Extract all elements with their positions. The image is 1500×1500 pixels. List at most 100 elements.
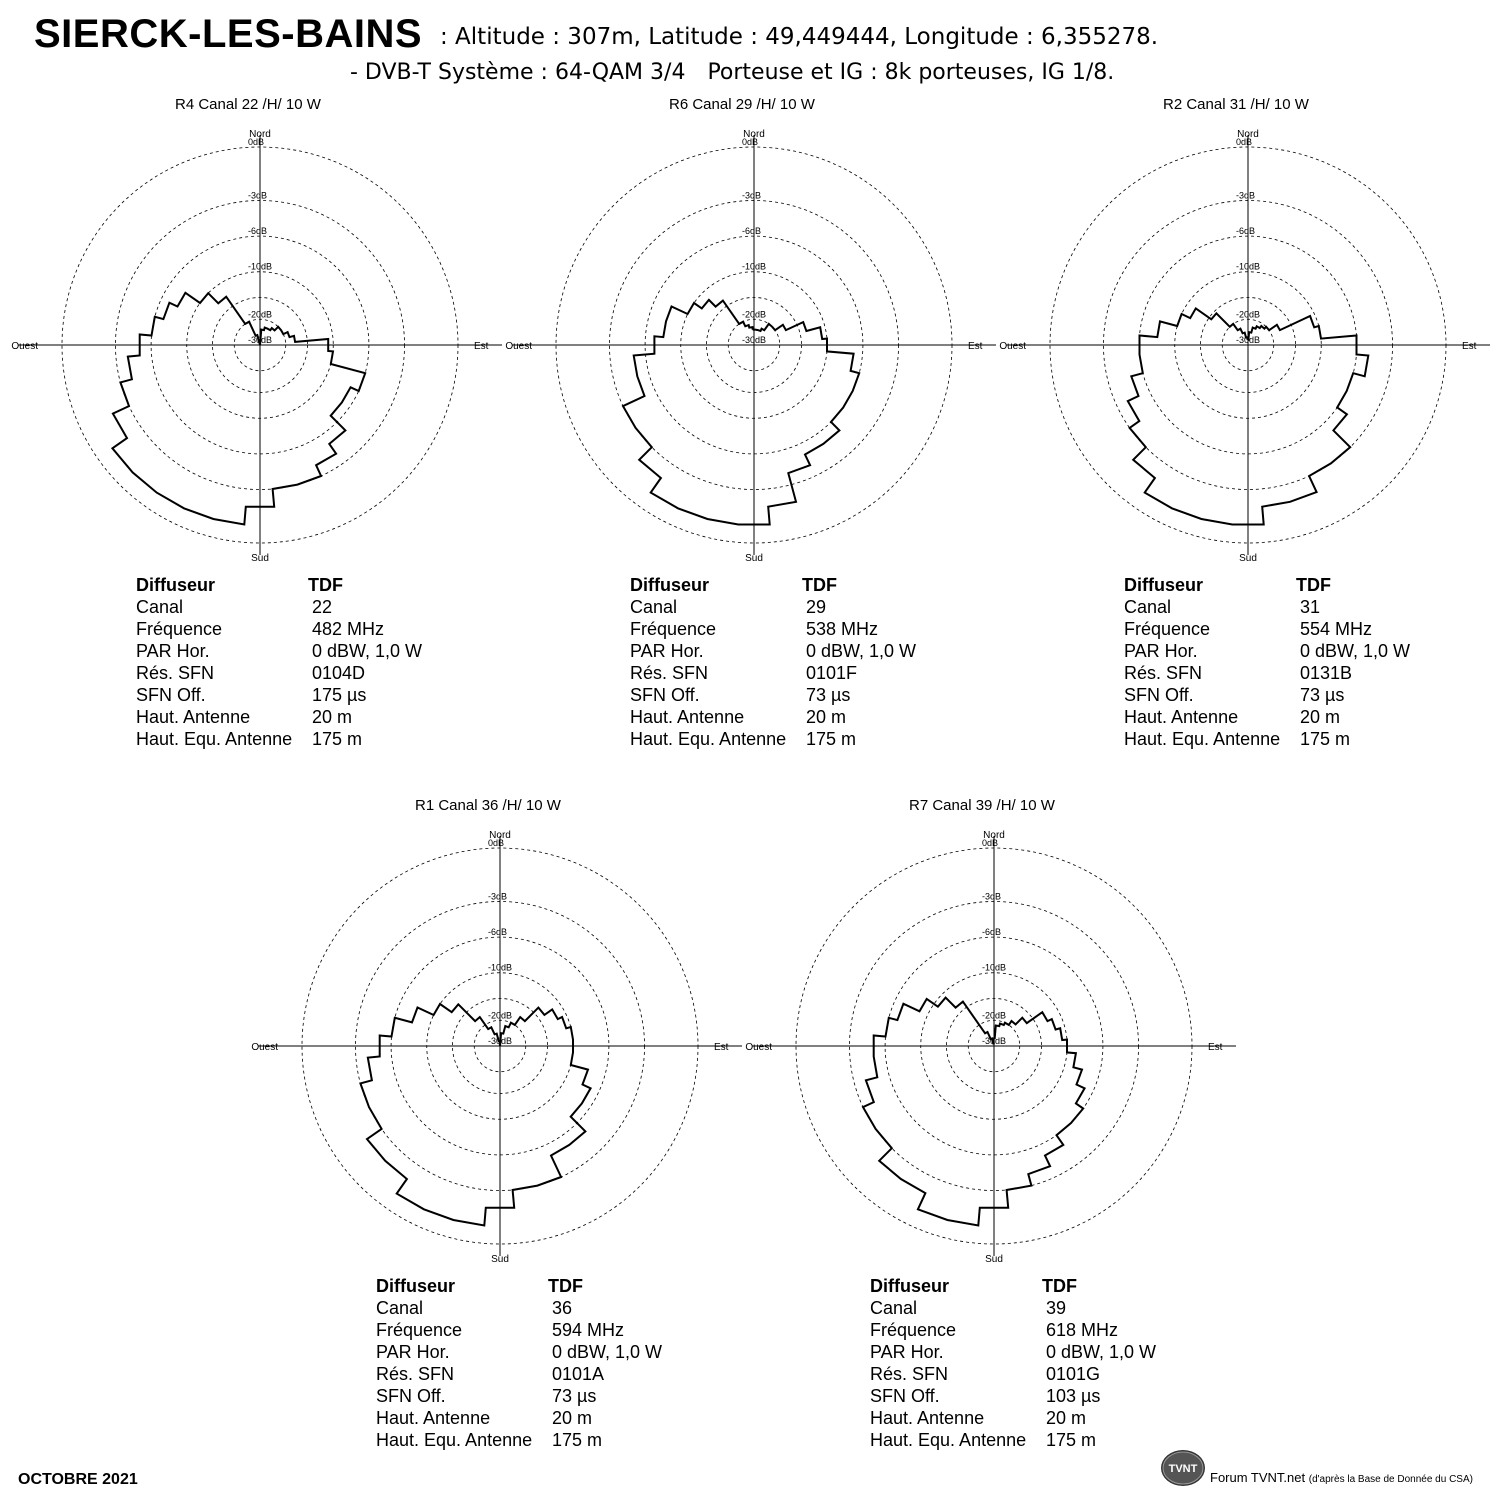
info-row-par: PAR Hor.0 dBW, 1,0 W: [630, 640, 916, 662]
info-label: Canal: [376, 1298, 424, 1318]
system-modulation: - DVB-T Système : 64-QAM 3/4: [350, 60, 686, 85]
label-est: Est: [474, 341, 489, 352]
info-value: 0 dBW, 1,0 W: [552, 1342, 663, 1362]
ring-label: -10dB: [488, 963, 512, 973]
chart-title: R6 Canal 29 /H/ 10 W: [669, 96, 815, 113]
info-row-sfnoff: SFN Off.73 µs: [1124, 684, 1410, 706]
info-label: Fréquence: [376, 1320, 463, 1340]
ring-label: -6dB: [488, 927, 507, 937]
tvnt-logo-text: TVNT: [1169, 1463, 1198, 1475]
info-row-par: PAR Hor.0 dBW, 1,0 W: [136, 640, 422, 662]
info-label: Rés. SFN: [870, 1364, 949, 1384]
ring-label: -6dB: [982, 927, 1001, 937]
info-label: Canal: [1124, 597, 1172, 617]
ring-5: [1221, 318, 1275, 372]
info-label: Fréquence: [630, 619, 717, 639]
info-label: Canal: [630, 597, 678, 617]
ring-label: -6dB: [742, 226, 761, 236]
info-value: 618 MHz: [1046, 1320, 1119, 1340]
info-label: Canal: [870, 1298, 918, 1318]
ring-label: -10dB: [742, 262, 766, 272]
ring-label: -20dB: [1236, 309, 1260, 319]
ring-2: [884, 936, 1104, 1156]
footer-source-small: (d'après la Base de Donnée du CSA): [1308, 1474, 1473, 1485]
info-label: Haut. Antenne: [1124, 707, 1239, 727]
info-label: Haut. Antenne: [136, 707, 251, 727]
label-ouest: Ouest: [745, 1042, 772, 1053]
info-label: SFN Off.: [1124, 685, 1194, 705]
info-value: 175 m: [1300, 729, 1351, 749]
info-label: Rés. SFN: [376, 1364, 455, 1384]
info-value: 20 m: [806, 707, 847, 727]
info-value: 175 µs: [312, 685, 367, 705]
antenna-pattern: [359, 1002, 593, 1227]
ring-label: 0dB: [982, 838, 998, 848]
ring-label: -20dB: [982, 1010, 1006, 1020]
label-est: Est: [1208, 1042, 1223, 1053]
info-label: PAR Hor.: [630, 641, 704, 661]
ring-5: [967, 1019, 1021, 1073]
ring-label: -10dB: [982, 963, 1006, 973]
tvnt-logo: TVNT: [1161, 1450, 1205, 1486]
ring-label: -3dB: [982, 891, 1001, 901]
polar-chart: 0dB-3dB-6dB-10dB-20dB-30dBNordSudEstOues…: [505, 129, 996, 564]
label-ouest: Ouest: [251, 1042, 278, 1053]
antenna-pattern: [861, 996, 1087, 1227]
info-label: PAR Hor.: [870, 1342, 944, 1362]
info-value: 73 µs: [552, 1386, 597, 1406]
ring-label: -6dB: [1236, 226, 1255, 236]
ring-2: [644, 235, 864, 455]
ring-3: [1174, 271, 1322, 419]
info-row-sfnoff: SFN Off.103 µs: [870, 1385, 1156, 1407]
info-row-par: PAR Hor.0 dBW, 1,0 W: [1124, 640, 1410, 662]
label-est: Est: [1462, 341, 1477, 352]
chart-title: R4 Canal 22 /H/ 10 W: [175, 96, 321, 113]
info-value: 554 MHz: [1300, 619, 1373, 639]
polar-chart: 0dB-3dB-6dB-10dB-20dB-30dBNordSudEstOues…: [745, 830, 1236, 1265]
ring-5: [473, 1019, 527, 1073]
info-value: TDF: [548, 1276, 583, 1296]
ring-0: [795, 847, 1193, 1245]
info-label: Diffuseur: [136, 575, 216, 595]
info-value: 73 µs: [806, 685, 851, 705]
ring-1: [355, 901, 645, 1191]
info-value: 0101F: [806, 663, 858, 683]
label-nord: Nord: [983, 830, 1005, 841]
info-label: PAR Hor.: [1124, 641, 1198, 661]
info-label: PAR Hor.: [376, 1342, 450, 1362]
info-value: 103 µs: [1046, 1386, 1101, 1406]
info-label: Haut. Equ. Antenne: [870, 1430, 1027, 1450]
info-value: 0101A: [552, 1364, 605, 1384]
footer-date: OCTOBRE 2021: [18, 1471, 138, 1488]
info-value: 0 dBW, 1,0 W: [1046, 1342, 1157, 1362]
info-value: TDF: [802, 575, 837, 595]
info-label: PAR Hor.: [136, 641, 210, 661]
ring-1: [609, 200, 899, 490]
antenna-pattern: [110, 291, 367, 526]
info-row-sfnoff: SFN Off.73 µs: [376, 1385, 662, 1407]
info-value: 175 m: [552, 1430, 603, 1450]
ring-5: [233, 318, 287, 372]
ring-label: 0dB: [248, 137, 264, 147]
site-title: SIERCK-LES-BAINS: [34, 12, 423, 56]
info-label: Haut. Antenne: [376, 1408, 491, 1428]
info-label: Haut. Equ. Antenne: [1124, 729, 1281, 749]
info-value: 538 MHz: [806, 619, 879, 639]
antenna-pattern: [621, 298, 861, 526]
